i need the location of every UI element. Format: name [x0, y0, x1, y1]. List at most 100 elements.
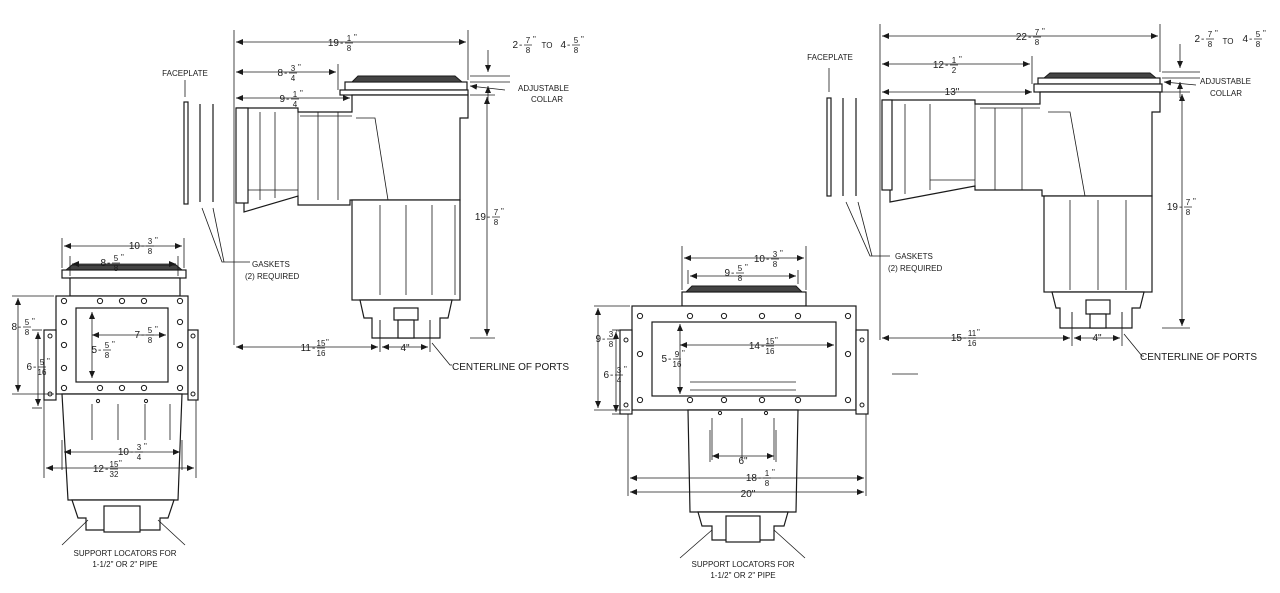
left-front-body-w-dim-dash: - — [130, 447, 133, 458]
right-front-face-h-dim-den: 8 — [609, 340, 614, 349]
right-front-lid-inner-dim-inch: " — [745, 263, 748, 272]
right-front-lid-inner-dim-den: 8 — [738, 274, 743, 283]
left-throat-depth-dim-dash: - — [286, 94, 289, 105]
right-faceplate-depth-dim: 12-12" — [933, 55, 962, 75]
left-overall-width-dim-den: 8 — [347, 44, 352, 53]
right-collar-range-a-dim-num: 7 — [1208, 30, 1213, 39]
left-throat-depth-dim-num: 1 — [293, 90, 298, 99]
left-front-opening-w-dim-den: 8 — [148, 336, 153, 345]
left-height-dim-whole: 19 — [475, 212, 487, 223]
right-throat-depth-dim: 13" — [945, 87, 960, 98]
right-front-lid-inner-dim-dash: - — [731, 268, 734, 279]
right-adjustable-label-1: ADJUSTABLE — [1200, 77, 1251, 86]
left-front-lid-outer-dim-whole: 10 — [129, 241, 141, 252]
left-faceplate-depth-dim-whole: 8 — [277, 68, 283, 79]
left-front-lid-outer-dim-den: 8 — [148, 247, 153, 256]
left-adjustable-label-1: ADJUSTABLE — [518, 84, 569, 93]
left-collar-range-a-dim-whole: 2 — [512, 40, 518, 51]
left-front-opening-w-dim: 7-58" — [134, 325, 158, 345]
right-collar-range-a-dim-inch: " — [1215, 29, 1218, 38]
left-collar-range-a-dim-num: 7 — [526, 36, 531, 45]
right-front-face-h-dim-num: 3 — [609, 330, 614, 339]
left-front-body-w-dim-num: 3 — [137, 443, 142, 452]
left-gaskets-label-2: (2) REQUIRED — [245, 272, 299, 281]
left-port-spacing-dim: 4" — [400, 343, 410, 354]
left-centerline-label: CENTERLINE OF PORTS — [452, 362, 569, 373]
left-overall-width-dim-num: 1 — [347, 34, 352, 43]
right-offset-dim-den: 16 — [968, 339, 977, 348]
left-side-view — [183, 30, 510, 366]
left-front-lid-inner-dim-num: 5 — [114, 254, 119, 263]
left-front-face-h-dim: 8-58" — [11, 317, 35, 337]
right-support-label-2: 1-1/2" OR 2" PIPE — [710, 571, 775, 580]
left-front-mount-h-dim-dash: - — [33, 362, 36, 373]
right-overall-width-dim-whole: 22 — [1016, 32, 1028, 43]
right-overall-width-dim: 22-78" — [1016, 27, 1045, 47]
left-collar-range-b-dim-dash: - — [567, 40, 570, 51]
left-front-opening-h-dim-whole: 5 — [91, 345, 97, 356]
right-front-lid-outer-dim: 10-38" — [754, 249, 783, 269]
right-front-lid-inner-dim: 9-58" — [724, 263, 748, 283]
left-collar-range-a-dim: 2-78" — [512, 35, 536, 55]
left-throat-depth-dim-den: 4 — [293, 100, 298, 109]
left-front-opening-h-dim-num: 5 — [105, 341, 110, 350]
left-throat-depth-dim: 9-14" — [279, 89, 303, 109]
left-front-lid-inner-dim-den: 8 — [114, 264, 119, 273]
left-front-opening-w-dim-inch: " — [155, 325, 158, 334]
left-collar-range-a-dim-inch: " — [533, 35, 536, 44]
right-collar-range-b-dim-num: 5 — [1256, 30, 1261, 39]
right-front-opening-h-dim: 5-916" — [661, 349, 685, 369]
left-front-lid-inner-dim-dash: - — [107, 258, 110, 269]
left-collar-range-b-dim-whole: 4 — [560, 40, 566, 51]
right-collar-range-a-dim-den: 8 — [1208, 40, 1213, 49]
right-front-face-h-dim-whole: 9 — [595, 334, 601, 345]
right-front-opening-h-dim-num: 9 — [675, 350, 680, 359]
right-front-opening-h-dim-den: 16 — [673, 360, 682, 369]
right-height-dim-den: 8 — [1186, 208, 1191, 217]
right-overall-width-dim-inch: " — [1042, 27, 1045, 36]
right-front-body-w-dim-inch: " — [772, 468, 775, 477]
right-faceplate-depth-dim-dash: - — [945, 60, 948, 71]
right-front-port-w-dim: 6" — [738, 456, 748, 467]
left-height-dim-den: 8 — [494, 218, 499, 227]
left-front-mount-h-dim-num: 5 — [40, 358, 45, 367]
left-overall-width-dim-whole: 19 — [328, 38, 340, 49]
right-collar-range-b-dim-den: 8 — [1256, 40, 1261, 49]
right-front-view — [594, 246, 869, 559]
left-front-lid-outer-dim: 10-38" — [129, 236, 158, 256]
right-front-mount-h-dim-whole: 6 — [603, 370, 609, 381]
right-front-body-w-dim: 18-18" — [746, 468, 775, 488]
right-front-body-w-dim-num: 1 — [765, 469, 770, 478]
left-front-opening-h-dim-inch: " — [112, 340, 115, 349]
left-height-dim: 19-78" — [475, 207, 504, 227]
right-front-opening-h-dim-whole: 5 — [661, 354, 667, 365]
left-faceplate-depth-dim: 8-34" — [277, 63, 301, 83]
left-front-base-w-dim-dash: - — [105, 464, 108, 475]
right-centerline-label: CENTERLINE OF PORTS — [1140, 352, 1257, 363]
left-front-face-h-dim-den: 8 — [25, 328, 30, 337]
right-front-mount-h-dim: 6-34" — [603, 365, 627, 385]
right-faceplate-label: FACEPLATE — [807, 53, 853, 62]
right-offset-dim-whole: 15 — [951, 333, 963, 344]
left-offset-dim-dash: - — [312, 343, 315, 354]
left-overall-width-dim: 19-18" — [328, 33, 357, 53]
left-offset-dim-inch: " — [326, 338, 329, 347]
left-front-lid-inner-dim-whole: 8 — [100, 258, 106, 269]
left-front-opening-h-dim-dash: - — [98, 345, 101, 356]
right-height-dim: 19-78" — [1167, 197, 1196, 217]
right-front-body-w-dim-den: 8 — [765, 479, 770, 488]
right-faceplate-depth-dim-inch: " — [959, 55, 962, 64]
left-front-base-w-dim-whole: 12 — [93, 464, 105, 475]
right-front-opening-w-dim-den: 16 — [766, 347, 775, 356]
right-support-label-1: SUPPORT LOCATORS FOR — [692, 560, 795, 569]
left-faceplate-label: FACEPLATE — [162, 69, 208, 78]
right-front-face-h-dim: 9-38" — [595, 329, 619, 349]
left-collar-range-b-dim-num: 5 — [574, 36, 579, 45]
left-collar-range-b-dim: 4-58" — [560, 35, 584, 55]
left-support-label-2: 1-1/2" OR 2" PIPE — [92, 560, 157, 569]
right-gaskets-label-2: (2) REQUIRED — [888, 264, 942, 273]
right-front-opening-w-dim-num: 15 — [766, 337, 775, 346]
